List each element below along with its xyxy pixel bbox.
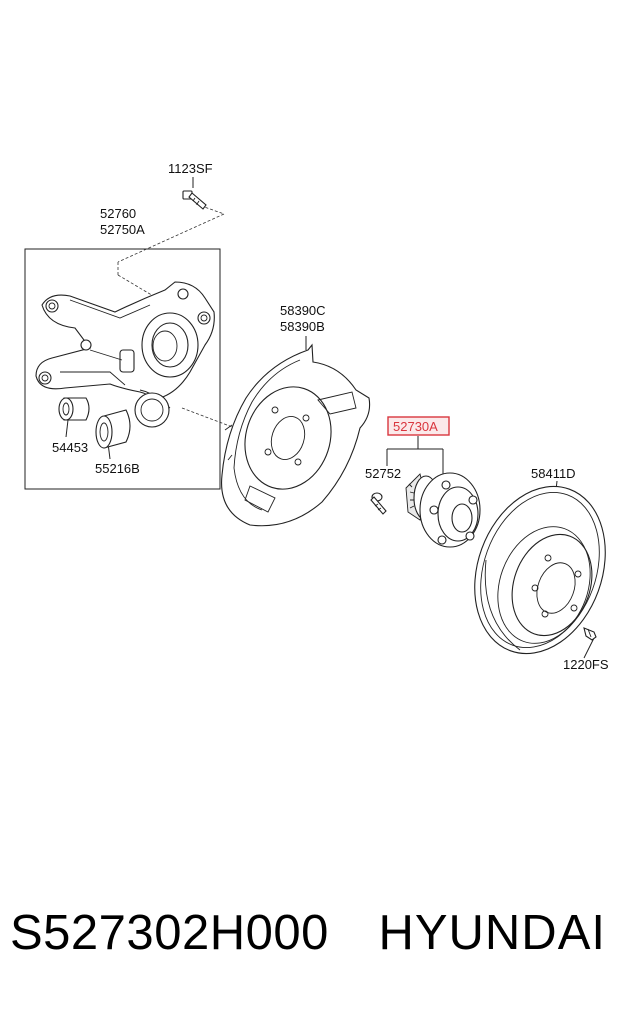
label-1220FS[interactable]: 1220FS <box>563 657 609 672</box>
bushing-55216B <box>95 409 131 449</box>
knuckle-group-frame <box>24 248 221 490</box>
dust-shield <box>221 343 371 527</box>
label-58390B[interactable]: 58390B <box>280 319 325 334</box>
part-number: S527302H000 <box>10 906 329 960</box>
screw-1220FS <box>583 627 597 641</box>
label-1123SF[interactable]: 1123SF <box>168 161 213 176</box>
footer: S527302H000 HYUNDAI <box>0 905 620 985</box>
parts-diagram: 1123SF 52760 52750A 54453 55216B 58390C … <box>24 161 609 672</box>
brake-disc-58411D <box>474 485 606 655</box>
hub-assembly-52730A <box>405 472 481 548</box>
label-52752[interactable]: 52752 <box>365 466 401 481</box>
label-52760[interactable]: 52760 <box>100 206 136 221</box>
label-52730A[interactable]: 52730A <box>393 419 438 434</box>
knuckle <box>35 281 215 428</box>
label-55216B[interactable]: 55216B <box>95 461 140 476</box>
bushing-54453 <box>58 397 90 421</box>
label-54453[interactable]: 54453 <box>52 440 88 455</box>
label-52750A[interactable]: 52750A <box>100 222 145 237</box>
highlight-box <box>387 416 450 436</box>
hub-bolt-52752 <box>370 492 387 515</box>
label-58390C[interactable]: 58390C <box>280 303 326 318</box>
bolt-1123SF <box>182 190 207 210</box>
brand-name: HYUNDAI <box>378 906 606 960</box>
label-58411D[interactable]: 58411D <box>531 466 576 481</box>
